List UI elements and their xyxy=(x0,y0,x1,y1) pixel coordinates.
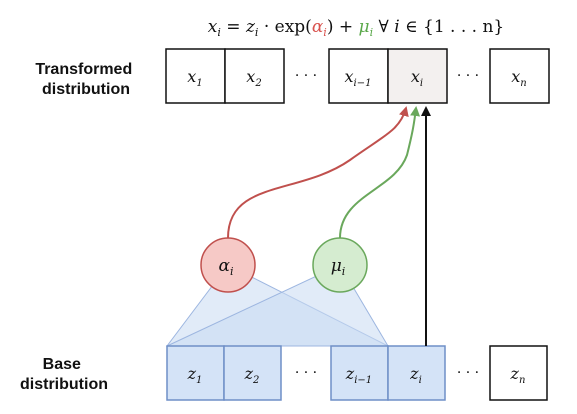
top-ellipsis-1: · · · xyxy=(295,68,317,84)
zim1-label: zi−1 xyxy=(345,364,372,386)
xim1-box xyxy=(328,48,389,104)
zn-label: zn xyxy=(510,364,526,386)
z1-label: z1 xyxy=(187,364,203,386)
zi-box xyxy=(387,345,446,401)
zi-label: zi xyxy=(409,364,422,386)
transformed-distribution-label: Transformed distribution xyxy=(35,61,136,98)
xn-box xyxy=(489,48,550,104)
bottom-ellipsis-1: · · · xyxy=(295,365,317,381)
mu-node-label: μi xyxy=(331,256,346,278)
x2-label: x2 xyxy=(246,67,261,89)
base-row: z1 z2 zi−1 zi zn · · · · · · xyxy=(166,345,548,401)
zn-box xyxy=(489,345,548,401)
mu-to-xi-arrow xyxy=(339,106,421,239)
xn-label: xn xyxy=(511,67,526,89)
bottom-ellipsis-2: · · · xyxy=(457,365,479,381)
xi-box xyxy=(387,48,448,104)
x2-box xyxy=(224,48,285,104)
equation: xi = zi · exp(αi) + μi ∀ i ∈ {1 . . . n} xyxy=(208,17,505,39)
xi-label: xi xyxy=(411,67,423,89)
x1-box xyxy=(165,48,226,104)
x1-label: x1 xyxy=(187,67,202,89)
base-distribution-label: Base distribution xyxy=(20,356,108,393)
top-ellipsis-2: · · · xyxy=(457,68,479,84)
mu-node xyxy=(312,237,368,293)
zim1-box xyxy=(330,345,389,401)
alpha-node-label: αi xyxy=(218,256,233,278)
z2-label: z2 xyxy=(244,364,260,386)
transformed-row: x1 x2 xi−1 xi xn · · · · · · xyxy=(165,48,550,104)
z2-box xyxy=(223,345,282,401)
xim1-label: xi−1 xyxy=(345,67,372,89)
alpha-to-xi-arrow xyxy=(227,106,409,239)
alpha-node xyxy=(200,237,256,293)
